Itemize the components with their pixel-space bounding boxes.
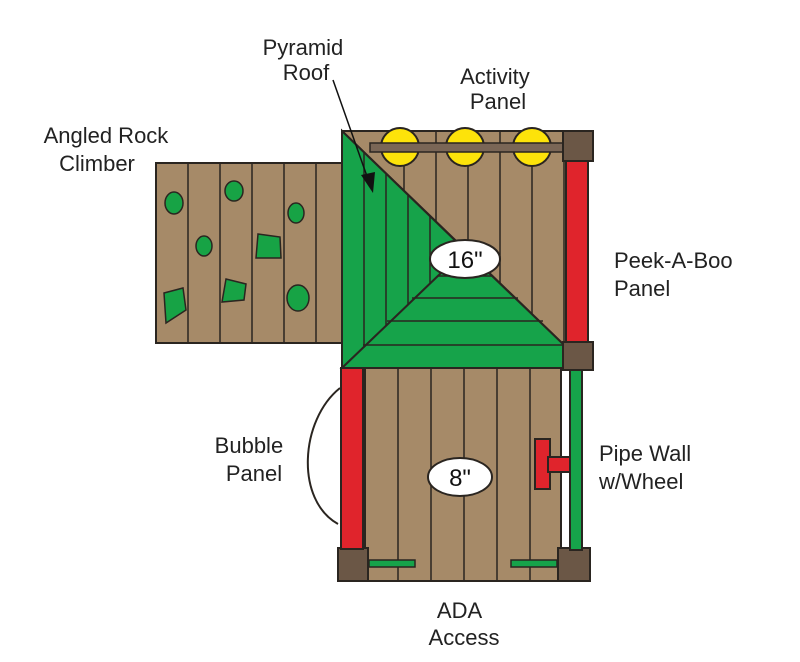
angled-rock-climber — [155, 162, 343, 344]
label-peek-a-boo-panel: Peek-A-Boo Panel — [614, 248, 739, 301]
upper-deck-height: 16" — [447, 247, 482, 274]
activity-panel — [369, 127, 569, 167]
lower-deck-height-badge: 8" — [427, 457, 493, 497]
corner-posts — [337, 130, 594, 582]
post — [562, 130, 594, 162]
pipe-wall-rail — [569, 369, 583, 551]
rock-hold — [163, 287, 187, 325]
rock-hold — [224, 180, 244, 202]
post — [557, 547, 591, 582]
rock-hold — [287, 202, 305, 224]
label-bubble-panel: Bubble Panel — [215, 433, 290, 486]
roof-pointer-arrowhead — [361, 172, 375, 193]
rock-hold — [255, 233, 282, 259]
climber-board — [155, 162, 343, 344]
rock-hold — [221, 278, 247, 303]
peek-a-boo-rail — [565, 157, 589, 345]
label-ada-access: ADA Access — [429, 598, 500, 650]
post — [562, 341, 594, 371]
rock-hold — [286, 284, 310, 312]
label-angled-rock-climber: Angled Rock Climber — [44, 123, 175, 176]
ada-handle-left — [368, 559, 416, 568]
pipe-wall — [534, 369, 583, 551]
roof-facet-bottom — [339, 248, 591, 369]
lower-deck-height: 8" — [449, 465, 471, 492]
wheel-axle — [547, 456, 571, 473]
bubble-panel-rail — [340, 367, 364, 550]
upper-deck-height-badge: 16" — [429, 239, 501, 279]
label-pipe-wall: Pipe Wall w/Wheel — [598, 441, 697, 494]
post — [337, 547, 369, 582]
ada-handle-right — [510, 559, 558, 568]
label-activity-panel: Activity Panel — [460, 64, 536, 114]
roof-pointer-line — [332, 79, 370, 183]
rock-hold — [195, 235, 213, 257]
label-pyramid-roof: Pyramid Roof — [263, 35, 350, 85]
activity-bar — [369, 142, 569, 153]
bubble-arc — [306, 387, 341, 525]
rock-hold — [164, 191, 184, 215]
